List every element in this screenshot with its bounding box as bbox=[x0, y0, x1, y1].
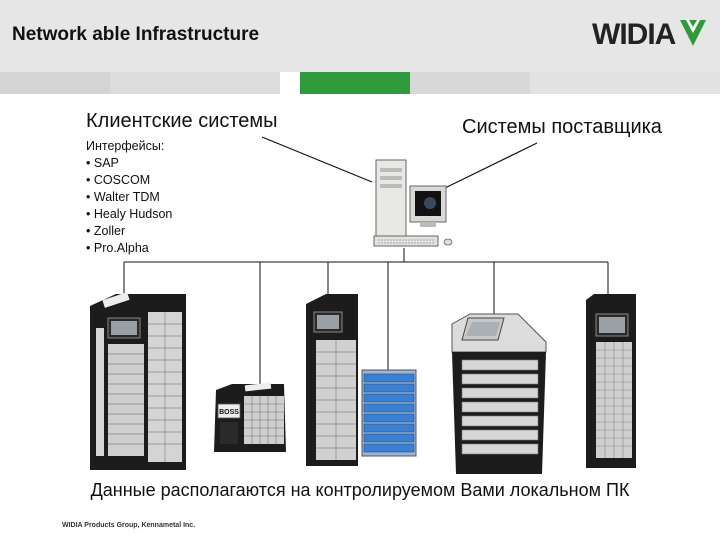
supplier-connector-line bbox=[444, 142, 538, 189]
drawer-cabinet-blue bbox=[361, 369, 417, 457]
header-stripe-light-4 bbox=[530, 72, 720, 94]
header-stripe-light-2 bbox=[110, 72, 280, 94]
interface-item: Healy Hudson bbox=[86, 206, 173, 223]
interfaces-list: Интерфейсы: SAP COSCOM Walter TDM Healy … bbox=[86, 138, 172, 257]
boss-sticker-text: BOSS bbox=[219, 409, 239, 416]
vending-cabinet-medium bbox=[306, 294, 358, 466]
header-stripe-light-1 bbox=[0, 72, 110, 94]
interface-item: Walter TDM bbox=[86, 189, 172, 206]
header-bar: Network able Infrastructure WIDIA bbox=[0, 0, 720, 72]
logo-text: WIDIA bbox=[592, 18, 676, 51]
vending-cabinet-large bbox=[90, 292, 186, 470]
logo-triangle-icon bbox=[680, 20, 706, 46]
client-systems-label: Клиентские системы bbox=[86, 110, 278, 132]
caption-text: Данные располагаются на контролируемом В… bbox=[90, 480, 630, 500]
supplier-systems-label: Системы поставщика bbox=[462, 116, 662, 138]
interface-item: COSCOM bbox=[86, 172, 172, 189]
header-stripe-light-3 bbox=[410, 72, 530, 94]
widia-logo: WIDIA bbox=[592, 14, 710, 56]
vending-unit-small bbox=[214, 382, 286, 452]
slide-title: Network able Infrastructure bbox=[12, 24, 260, 45]
interface-item: SAP bbox=[86, 155, 172, 172]
vending-cabinet-angled bbox=[451, 313, 547, 474]
header-stripe-green bbox=[300, 72, 410, 94]
interfaces-heading: Интерфейсы: bbox=[86, 139, 165, 153]
vending-cabinet-right bbox=[586, 294, 636, 468]
footer-text: WIDIA Products Group, Kennametal Inc. bbox=[62, 522, 196, 529]
interface-item: Zoller bbox=[86, 223, 172, 240]
pc-computer-icon bbox=[373, 159, 453, 247]
client-connector-line bbox=[261, 136, 373, 183]
network-diagram: BOSS bbox=[90, 136, 636, 474]
interface-item: Pro.Alpha bbox=[86, 240, 172, 257]
